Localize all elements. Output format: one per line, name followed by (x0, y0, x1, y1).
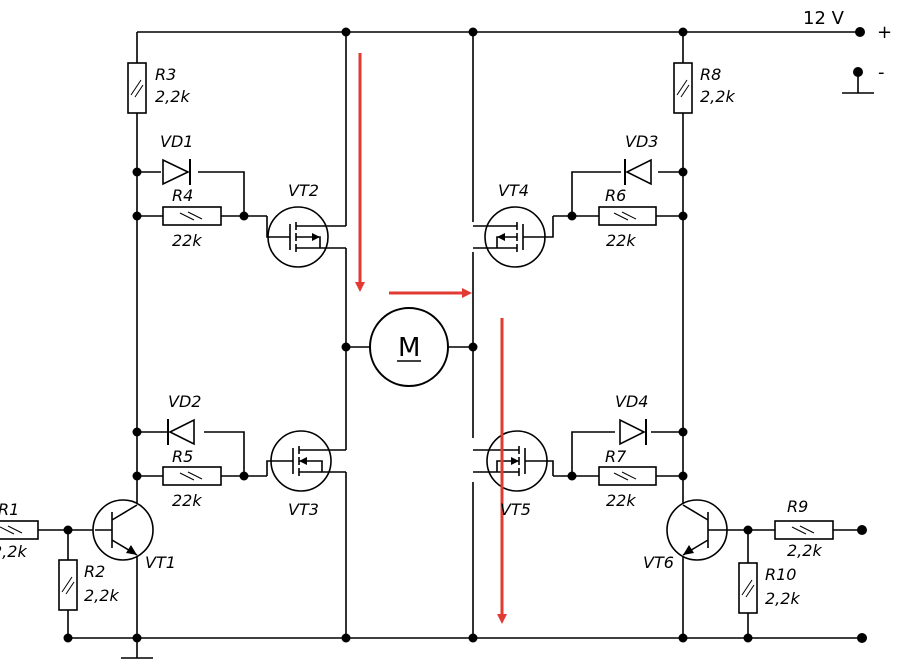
terminals (853, 27, 867, 643)
r9-name: R9 (787, 497, 808, 516)
r5-value: 22k (172, 491, 202, 510)
plus-terminal (855, 27, 865, 37)
resistor-r8 (673, 62, 693, 114)
motor-label: M (398, 333, 420, 363)
r8-value: 2,2k (700, 87, 735, 106)
bjt-vt6 (666, 499, 728, 561)
r9-input-terminal (857, 525, 867, 535)
resistor-r4 (162, 206, 222, 226)
vt4-label: VT4 (498, 181, 529, 200)
mosfet-vt3 (266, 430, 347, 492)
r4-value: 22k (172, 231, 202, 250)
r3-value: 2,2k (155, 87, 190, 106)
r2-name: R2 (84, 562, 105, 581)
vd1-label: VD1 (160, 132, 193, 151)
r6-value: 22k (606, 231, 636, 250)
mosfet-vt4 (473, 206, 554, 268)
bjt-vt1 (92, 499, 154, 561)
resistor-r2 (58, 559, 78, 611)
bottom-right-terminal (857, 633, 867, 643)
resistor-r10 (738, 562, 758, 614)
vt6-label: VT6 (643, 553, 674, 572)
r10-name: R10 (765, 565, 796, 584)
resistor-r9 (774, 520, 834, 540)
diode-vd4 (619, 418, 647, 446)
minus-label: - (878, 62, 885, 83)
junction-dots (63, 27, 753, 643)
minus-terminal (853, 67, 863, 77)
bjts (92, 499, 728, 561)
diode-vd3 (624, 158, 652, 186)
r7-value: 22k (606, 491, 636, 510)
vt2-label: VT2 (288, 181, 319, 200)
vd2-row (137, 431, 245, 476)
resistor-r5 (162, 466, 222, 486)
vd4-row (571, 431, 683, 476)
r4-name: R4 (172, 186, 193, 205)
resistor-r1 (0, 520, 39, 540)
mosfet-vt2 (266, 206, 347, 268)
r1-value: 2,2k (0, 542, 27, 561)
r6-name: R6 (605, 186, 626, 205)
r5-name: R5 (172, 447, 193, 466)
current-path-arrows (355, 53, 507, 624)
resistors (0, 62, 834, 614)
r7-name: R7 (605, 447, 627, 466)
r10-value: 2,2k (765, 589, 800, 608)
motor (369, 307, 449, 387)
vd4-label: VD4 (615, 392, 648, 411)
mosfets (266, 206, 554, 492)
resistor-r6 (598, 206, 657, 226)
resistor-r3 (127, 62, 147, 114)
r3-name: R3 (155, 65, 176, 84)
diode-vd2 (167, 418, 195, 446)
vd3-label: VD3 (625, 132, 658, 151)
resistor-r7 (598, 466, 657, 486)
r2-value: 2,2k (84, 586, 119, 605)
labels: 12 V + - M R3 2,2k R8 2,2k VD1 VD2 VD3 V… (0, 8, 892, 608)
r9-value: 2,2k (787, 541, 822, 560)
vt3-label: VT3 (288, 500, 319, 519)
vd2-label: VD2 (168, 392, 201, 411)
vt1-label: VT1 (145, 553, 176, 572)
plus-label: + (877, 22, 892, 43)
supply-voltage-label: 12 V (803, 8, 845, 29)
diode-vd1 (162, 158, 191, 186)
vt5-label: VT5 (500, 500, 531, 519)
r8-name: R8 (700, 65, 721, 84)
r1-name: R1 (0, 500, 19, 519)
mosfet-vt5 (473, 430, 554, 492)
diodes (162, 158, 652, 446)
